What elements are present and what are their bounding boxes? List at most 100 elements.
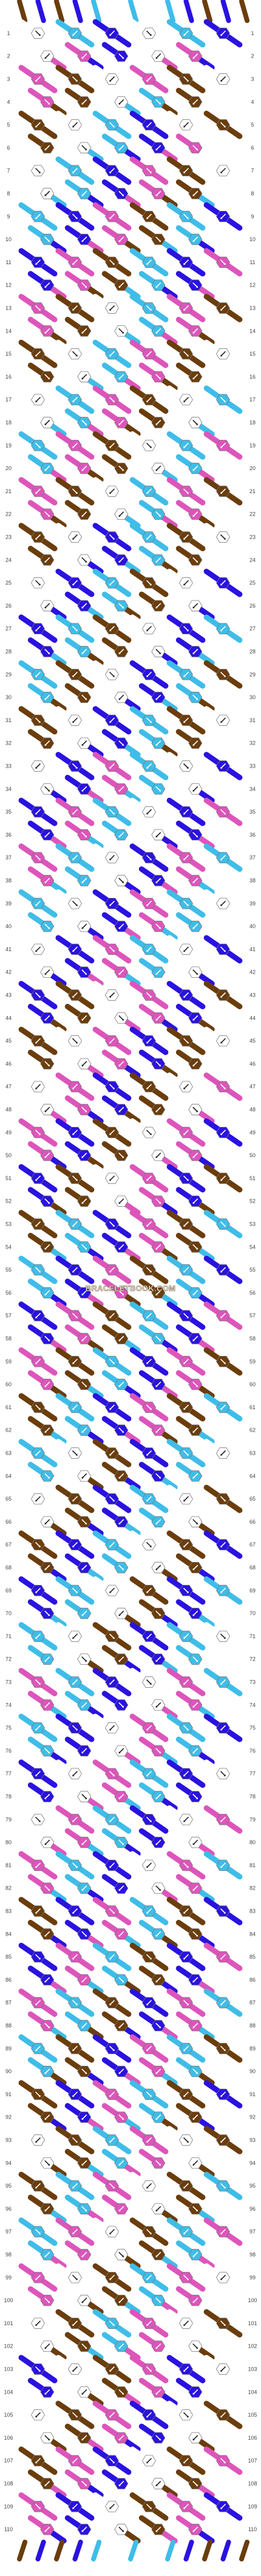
knot-arrowhead	[223, 2323, 226, 2326]
knot-arrowhead	[109, 2232, 112, 2234]
row-number-right: 82	[249, 1885, 256, 1891]
row-number-right: 79	[249, 1816, 256, 1822]
knot-arrowhead	[158, 2026, 161, 2028]
knot-arrowhead	[220, 2232, 223, 2234]
knot-arrowhead	[44, 148, 47, 150]
row-number-left: 82	[5, 1885, 12, 1891]
knot-arrowhead	[192, 1843, 195, 1845]
knot-arrowhead	[118, 240, 121, 242]
knot-arrowhead	[158, 240, 161, 242]
knot-arrowhead	[118, 1751, 121, 1753]
row-number-left: 78	[5, 1794, 12, 1800]
row-number-left: 91	[5, 2091, 12, 2097]
knot-arrowhead	[220, 1407, 223, 1410]
row-number-left: 55	[5, 1267, 12, 1273]
row-number-left: 29	[5, 671, 12, 677]
knot-arrowhead	[47, 1339, 50, 1341]
knot-arrowhead	[195, 1385, 198, 1387]
knot-arrowhead	[186, 2140, 189, 2143]
knot-arrowhead	[183, 1820, 186, 1822]
knot-arrowhead	[109, 2094, 112, 2097]
knot-arrowhead	[109, 629, 112, 631]
knot-arrowhead	[109, 217, 112, 219]
knot-arrowhead	[81, 1156, 84, 1158]
knot-arrowhead	[35, 2323, 38, 2326]
knot-arrowhead	[109, 2140, 112, 2143]
knot-arrowhead	[38, 720, 41, 723]
row-number-right: 23	[249, 534, 256, 540]
knot-arrowhead	[72, 2186, 75, 2189]
knot-arrowhead	[186, 1178, 189, 1181]
knot-arrowhead	[155, 1980, 158, 1982]
row-number-right: 63	[249, 1450, 256, 1456]
row-number-left: 96	[5, 2206, 12, 2212]
knot-arrowhead	[47, 1201, 50, 1204]
knot-arrowhead	[149, 1820, 152, 1822]
knot-arrowhead	[121, 2392, 124, 2395]
knot-arrowhead	[109, 446, 112, 448]
knot-arrowhead	[47, 377, 50, 379]
row-number-left: 64	[5, 1473, 12, 1479]
knot-arrowhead	[75, 354, 78, 357]
knot-arrowhead	[47, 102, 50, 105]
row-number-right: 107	[248, 2458, 257, 2464]
knot-arrowhead	[84, 972, 87, 975]
knot-arrowhead	[155, 1110, 158, 1112]
knot-arrowhead	[44, 698, 47, 700]
row-number-right: 83	[249, 1908, 256, 1914]
knot-arrowhead	[72, 1270, 75, 1273]
knot-arrowhead	[112, 2461, 115, 2463]
knot-arrowhead	[72, 2049, 75, 2051]
row-number-left: 38	[5, 878, 12, 884]
row-number-right: 86	[249, 1977, 256, 1983]
string-bottom	[165, 2540, 176, 2561]
string-bottom	[202, 2540, 213, 2561]
row-number-left: 26	[5, 603, 12, 609]
row-number-right: 77	[249, 1771, 256, 1777]
row-number-left: 6	[7, 145, 10, 151]
knot-arrowhead	[72, 2461, 75, 2463]
knot-arrowhead	[81, 1614, 84, 1616]
knot-arrowhead	[72, 1087, 75, 1089]
knot-arrowhead	[192, 606, 195, 608]
row-number-right: 57	[249, 1313, 256, 1319]
knot-arrowhead	[118, 1797, 121, 1799]
row-number-left: 8	[7, 191, 10, 197]
string-top	[239, 0, 250, 23]
knot-arrowhead	[220, 33, 223, 36]
knot-arrowhead	[183, 2323, 186, 2326]
knot-arrowhead	[192, 2392, 195, 2395]
knot-arrowhead	[44, 2484, 47, 2486]
knot-arrowhead	[121, 2117, 124, 2120]
row-number-left: 108	[4, 2481, 13, 2487]
knot-arrowhead	[155, 1705, 158, 1708]
row-number-right: 49	[249, 1129, 256, 1135]
knot-arrowhead	[81, 2530, 84, 2532]
knot-arrowhead	[35, 262, 38, 265]
knot-arrowhead	[155, 1018, 158, 1021]
row-number-right: 93	[249, 2137, 256, 2143]
knot-arrowhead	[183, 1362, 186, 1364]
knot-arrowhead	[146, 1041, 149, 1044]
knot-arrowhead	[223, 1774, 226, 1776]
row-number-right: 94	[249, 2160, 256, 2166]
row-number-left: 27	[5, 626, 12, 632]
knot-arrowhead	[155, 1568, 158, 1570]
row-number-left: 1	[7, 30, 10, 36]
knot-arrowhead	[81, 2163, 84, 2166]
row-number-left: 63	[5, 1450, 12, 1456]
row-number-left: 13	[5, 305, 12, 311]
row-number-right: 28	[249, 649, 256, 655]
knot-arrowhead	[75, 766, 78, 769]
row-number-left: 7	[7, 168, 10, 174]
row-number-left: 43	[5, 992, 12, 998]
knot-arrowhead	[109, 2003, 112, 2005]
knot-arrowhead	[146, 1728, 149, 1731]
knot-arrowhead	[192, 2117, 195, 2120]
knot-arrowhead	[84, 2346, 87, 2349]
knot-arrowhead	[158, 927, 161, 929]
knot-arrowhead	[38, 308, 41, 311]
knot-arrowhead	[118, 1247, 121, 1250]
row-number-left: 53	[5, 1221, 12, 1227]
